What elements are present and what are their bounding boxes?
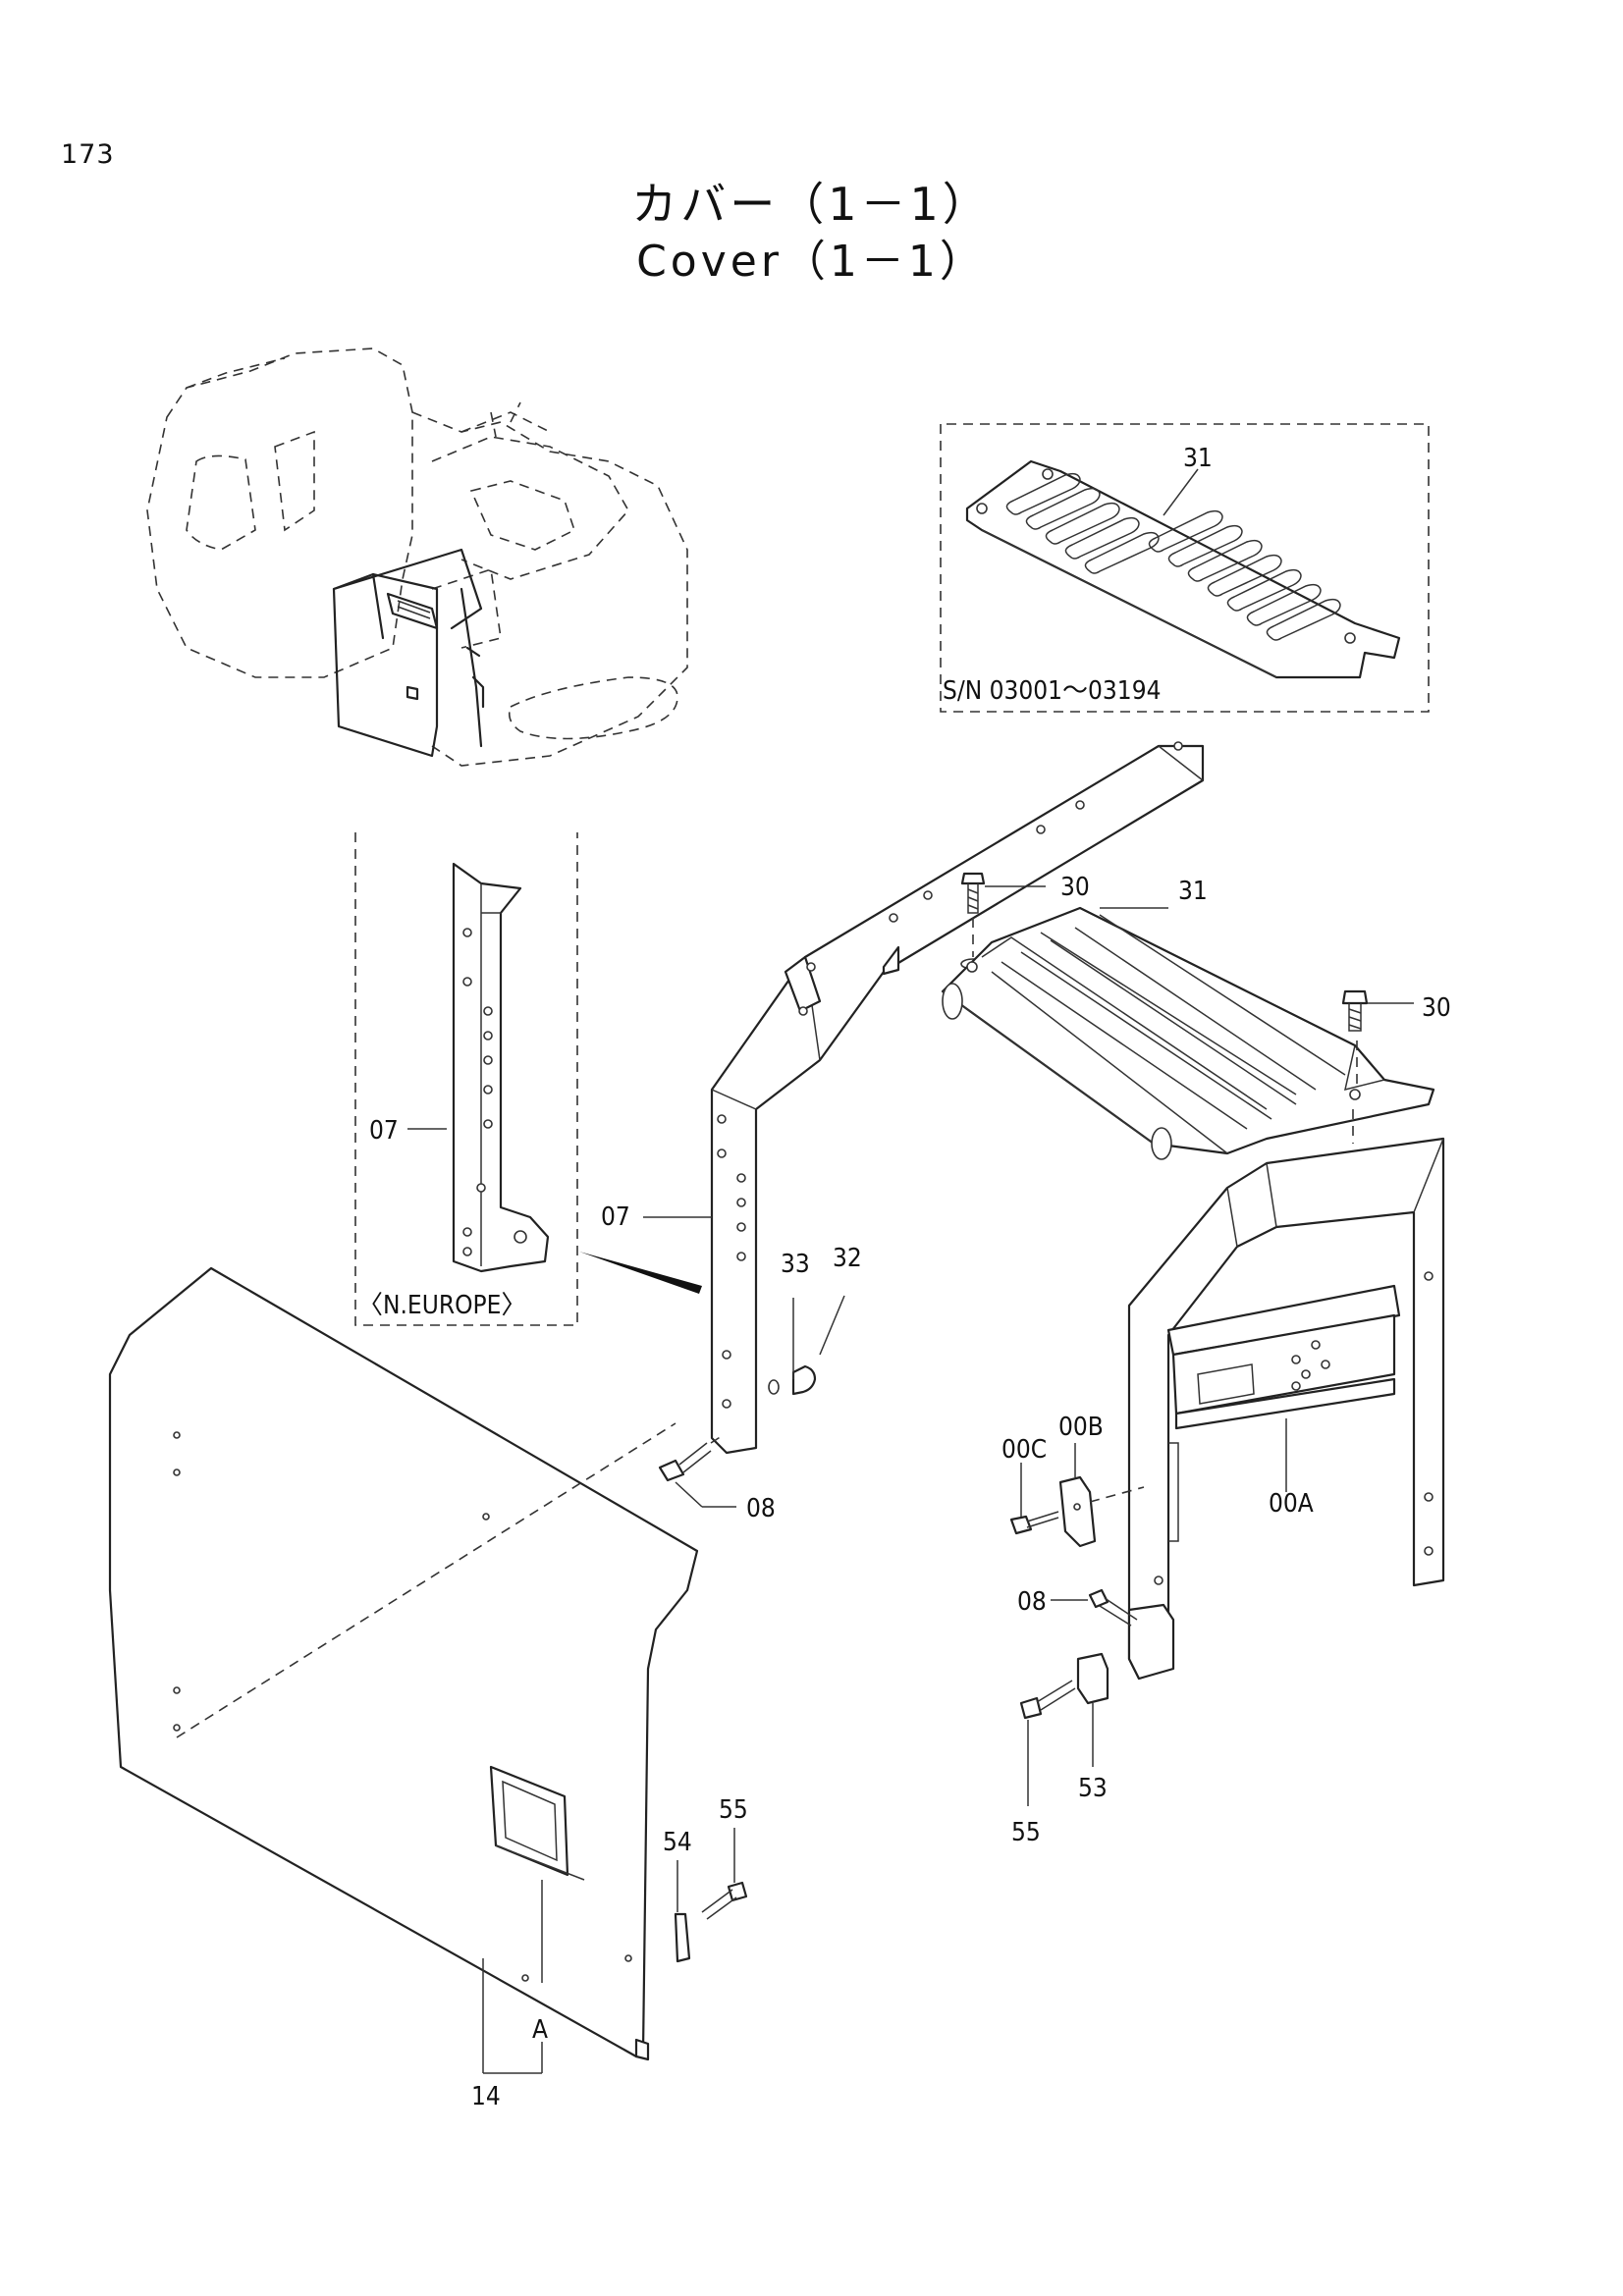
machine-overview-illustration <box>146 347 688 767</box>
bracket-53 <box>1076 1652 1109 1767</box>
bolt-55-left <box>701 1828 748 1920</box>
callout-55-right: 55 <box>1011 1818 1041 1847</box>
bolt-55-right <box>1019 1680 1076 1806</box>
inset-pointer <box>579 1252 702 1294</box>
page-number: 173 <box>61 139 115 170</box>
callout-54: 54 <box>663 1828 692 1857</box>
bracket-holes <box>462 928 527 1256</box>
side-cover-14 <box>108 1266 699 2061</box>
bolt-08-right <box>1051 1588 1138 1627</box>
main-cover-31 <box>941 906 1435 1160</box>
callout-A: A <box>532 2015 548 2045</box>
callout-30-right: 30 <box>1422 993 1451 1023</box>
main-bracket-holes <box>717 741 1183 1409</box>
callout-32: 32 <box>833 1244 862 1273</box>
bolt-30-upper <box>960 872 1046 970</box>
serial-number-note: S/N 03001～03194 <box>943 676 1161 706</box>
inset-serial-cover: 31 S/N 03001～03194 <box>940 423 1430 713</box>
region-note: 〈N.EUROPE〉 <box>357 1291 526 1320</box>
callout-07: 07 <box>601 1202 630 1232</box>
callout-00C: 00C <box>1001 1435 1047 1465</box>
callout-08-right: 08 <box>1017 1587 1047 1617</box>
bolt-08-left <box>658 1435 736 1508</box>
callout-53: 53 <box>1078 1774 1108 1803</box>
callout-33: 33 <box>781 1250 810 1279</box>
callout-00A: 00A <box>1269 1489 1314 1519</box>
callout-55-left: 55 <box>719 1795 748 1825</box>
inset-part-label-07: 07 <box>369 1116 399 1146</box>
leader-14 <box>482 1958 543 2074</box>
inset-north-europe-bracket: 07 〈N.EUROPE〉 <box>354 832 578 1326</box>
right-frame-00A <box>1127 1137 1445 1681</box>
inset-part-label-31: 31 <box>1183 444 1213 473</box>
cover-vent-slots <box>1005 472 1341 641</box>
title-japanese: カバー（1－1） <box>631 178 992 231</box>
plate-54 <box>674 1860 691 1963</box>
callout-08-left: 08 <box>746 1494 776 1523</box>
side-cover-holes <box>173 1431 632 1982</box>
bracket-00B-bolt-00C <box>1009 1443 1145 1548</box>
main-bracket-07 <box>710 741 1205 1455</box>
callout-14: 14 <box>471 2082 501 2111</box>
callout-30-upper: 30 <box>1060 873 1090 902</box>
bolt-30-right <box>1341 989 1414 1032</box>
spacer-33-cap-32 <box>768 1295 845 1396</box>
callout-31: 31 <box>1178 877 1208 906</box>
callout-00B: 00B <box>1058 1413 1104 1442</box>
title-english: Cover（1－1） <box>636 237 987 287</box>
